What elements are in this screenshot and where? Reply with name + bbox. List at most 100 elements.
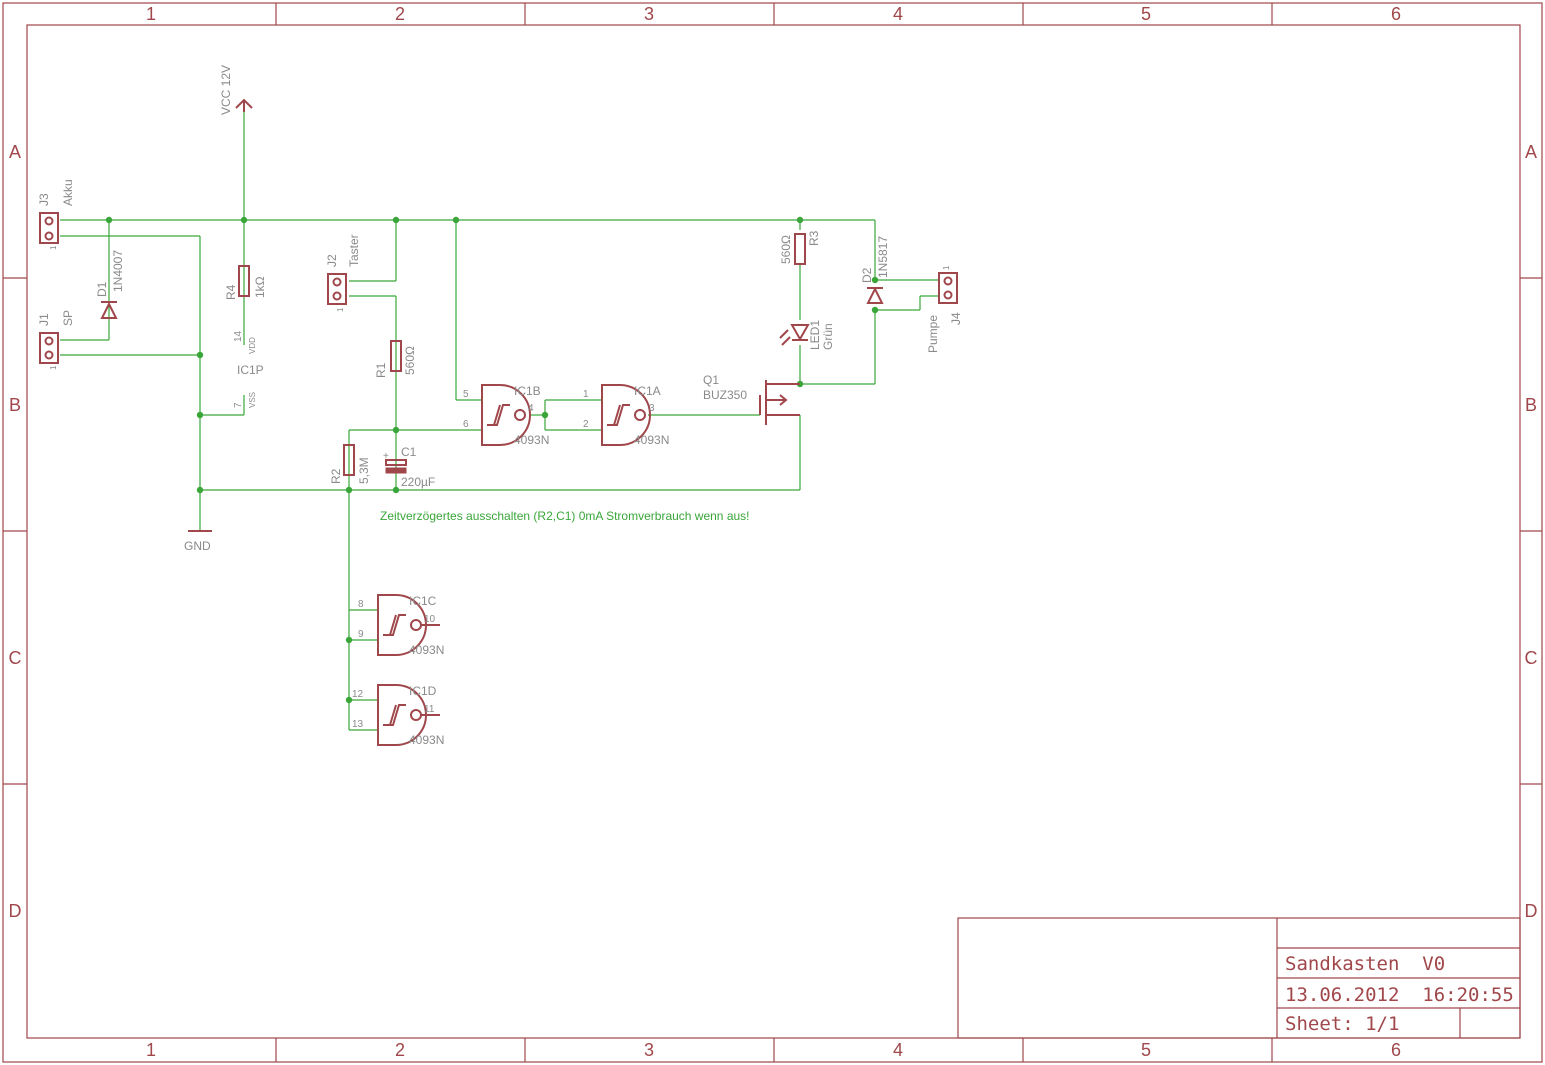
diode-d2: [866, 286, 884, 304]
mosfet-q1: [759, 380, 800, 425]
r2-name: R2: [329, 468, 343, 484]
column-label-bottom: 4: [893, 1040, 903, 1060]
j1-name: J1: [37, 313, 51, 326]
resistor-r4: [238, 265, 250, 297]
row-label-right: D: [1525, 901, 1538, 921]
ic1b-pin-in2: 6: [463, 419, 469, 430]
ic1d-pin-out: 11: [424, 704, 435, 715]
r4-name: R4: [224, 284, 238, 300]
led-led1: [779, 324, 810, 346]
ic1c-pin-in1: 8: [358, 599, 364, 610]
ic1d-pin-in1: 12: [352, 689, 364, 700]
ic1a-pin-in1: 1: [583, 389, 589, 400]
row-label-left: B: [9, 395, 21, 415]
row-label-right: C: [1525, 648, 1538, 668]
resistor-r1: [390, 340, 402, 372]
j4-value: Pumpe: [926, 315, 940, 353]
r1-value: 560Ω: [403, 346, 417, 375]
ic1b-name: IC1B: [514, 384, 541, 398]
ic1d-pin-in2: 13: [352, 719, 364, 730]
ic1p-name: IC1P: [237, 363, 264, 377]
d2-value: 1N5817: [876, 236, 890, 278]
c1-polarity: +: [383, 451, 389, 462]
d1-name: D1: [95, 281, 109, 297]
j3-value: Akku: [61, 179, 75, 206]
r4-value: 1kΩ: [253, 276, 267, 298]
design-note: Zeitverzögertes ausschalten (R2,C1) 0mA …: [380, 509, 750, 523]
column-label-bottom: 6: [1391, 1040, 1401, 1060]
nand-gate-ic1c: [377, 594, 440, 656]
j4-name: J4: [949, 312, 963, 325]
row-label-right: A: [1525, 142, 1537, 162]
d2-name: D2: [860, 267, 874, 283]
column-label-top: 5: [1141, 4, 1151, 24]
c1-name: C1: [401, 445, 417, 459]
resistor-r3: [794, 233, 806, 265]
led1-value: Grün: [821, 323, 835, 350]
column-label-top: 6: [1391, 4, 1401, 24]
r1-name: R1: [374, 362, 388, 378]
resistor-r2: [343, 444, 355, 476]
j2-value: Taster: [347, 234, 361, 267]
column-label-top: 3: [644, 4, 654, 24]
row-label-left: C: [9, 648, 22, 668]
vcc-label: VCC 12V: [219, 65, 233, 115]
ic1a-pin-out: 3: [649, 403, 655, 414]
junction-dots: [105, 216, 879, 704]
column-label-bottom: 1: [146, 1040, 156, 1060]
c1-value: 220µF: [401, 475, 435, 489]
title-block-sheet: Sheet: 1/1: [1285, 1013, 1399, 1035]
vcc-arrow-symbol: [235, 98, 253, 112]
ic1a-value: 4093N: [634, 433, 669, 447]
title-block: [957, 917, 1521, 1039]
ic1b-value: 4093N: [514, 433, 549, 447]
connector-j1: [39, 332, 59, 364]
j1-value: SP: [61, 310, 75, 326]
ic1d-name: IC1D: [409, 684, 437, 698]
row-label-right: B: [1525, 395, 1537, 415]
ic1c-pin-out: 10: [424, 614, 436, 625]
r2-value: 5,3M: [357, 457, 371, 484]
wires: [60, 105, 940, 731]
column-label-bottom: 3: [644, 1040, 654, 1060]
column-label-top: 2: [395, 4, 405, 24]
title-block-title: Sandkasten V0: [1285, 953, 1445, 975]
q1-value: BUZ350: [703, 388, 747, 402]
j2-pin: 1: [336, 307, 345, 312]
ic1c-value: 4093N: [409, 643, 444, 657]
row-label-left: A: [9, 142, 21, 162]
j3-pin: 1: [49, 245, 58, 250]
connector-j4: [938, 272, 958, 304]
ic1c-pin-in2: 9: [358, 629, 364, 640]
ic1b-pin-out: 4: [528, 403, 534, 414]
connector-j2: [327, 273, 347, 305]
column-label-top: 1: [146, 4, 156, 24]
ic1p-vss-label: VSS: [248, 392, 257, 408]
q1-name: Q1: [703, 373, 719, 387]
j3-name: J3: [37, 193, 51, 206]
diode-d1: [100, 301, 118, 319]
j1-pin: 1: [49, 365, 58, 370]
ic1a-pin-in2: 2: [583, 419, 589, 430]
ic1c-name: IC1C: [409, 594, 437, 608]
led1-name: LED1: [808, 320, 822, 350]
column-label-top: 4: [893, 4, 903, 24]
ic1p-pin-vss: 7: [233, 402, 244, 408]
capacitor-c1: [385, 459, 407, 474]
row-label-left: D: [9, 901, 22, 921]
ic1a-name: IC1A: [634, 384, 661, 398]
gnd-label: GND: [184, 539, 211, 553]
ic1b-pin-in1: 5: [463, 389, 469, 400]
ic1d-value: 4093N: [409, 733, 444, 747]
nand-gate-ic1b: [481, 384, 531, 446]
connector-j3: [39, 212, 59, 244]
j2-name: J2: [325, 254, 339, 267]
r3-value: 560Ω: [779, 235, 793, 264]
column-label-bottom: 5: [1141, 1040, 1151, 1060]
column-label-bottom: 2: [395, 1040, 405, 1060]
j4-pin: 1: [942, 265, 951, 270]
nand-gate-ic1d: [377, 684, 440, 746]
r3-name: R3: [807, 230, 821, 246]
